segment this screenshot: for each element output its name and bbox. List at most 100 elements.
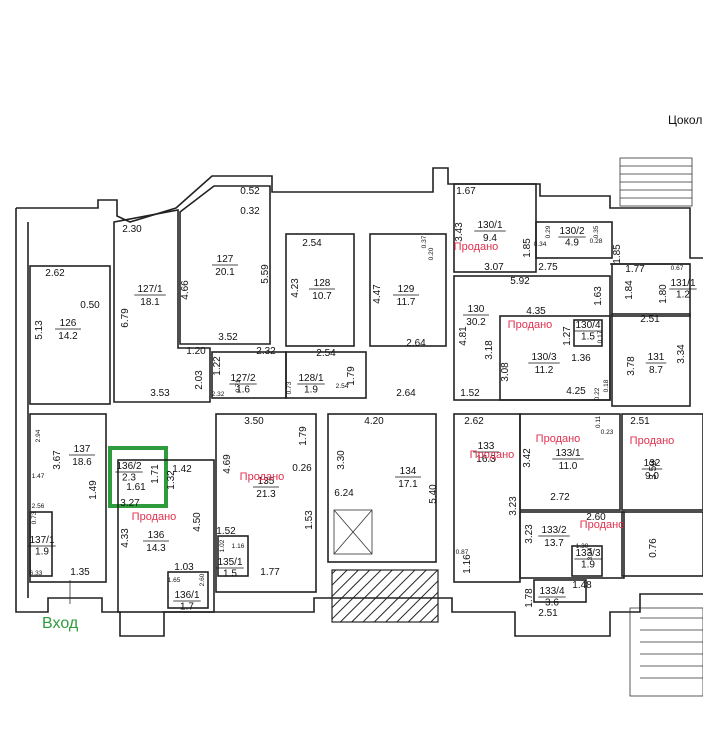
dimension-label: 2.03 bbox=[194, 370, 205, 390]
room-label: 137/11.9 bbox=[28, 535, 56, 558]
dimension-label: 2.54 bbox=[316, 348, 336, 359]
room-area: 11.2 bbox=[535, 365, 554, 376]
dimension-label: 5.59 bbox=[260, 264, 271, 284]
dimension-label: 2.75 bbox=[538, 262, 558, 273]
room-area: 20.1 bbox=[215, 267, 235, 278]
dimension-label: 1.80 bbox=[658, 284, 669, 304]
interior-walls bbox=[29, 183, 703, 613]
room-number: 136/1 bbox=[174, 590, 199, 601]
dimension-label: 3.42 bbox=[522, 448, 533, 468]
sold-label: Продано bbox=[536, 433, 581, 445]
dimension-label: 2.51 bbox=[630, 416, 650, 427]
room-area: 11.0 bbox=[559, 461, 578, 472]
dimension-label: 1.02 bbox=[219, 539, 226, 552]
room-number: 133 bbox=[478, 441, 495, 452]
room-area: 30.2 bbox=[466, 317, 486, 328]
hatched-stair bbox=[331, 569, 439, 623]
dimension-label: 0.22 bbox=[594, 387, 601, 400]
dimension-label: 1.32 bbox=[166, 470, 177, 490]
dimension-label: 1.79 bbox=[298, 426, 309, 446]
room-number: 129 bbox=[398, 284, 415, 295]
dimension-label: 3.50 bbox=[244, 416, 264, 427]
dimension-label: 3.78 bbox=[626, 356, 637, 376]
dimension-label: 2.64 bbox=[406, 338, 426, 349]
sold-label: Продано bbox=[580, 519, 625, 531]
room-label: 131/11.2 bbox=[669, 278, 697, 301]
room-area: 13.7 bbox=[544, 538, 564, 549]
room-area: 1.2 bbox=[676, 290, 690, 301]
highlight-frame bbox=[108, 446, 168, 508]
dimension-label: 4.33 bbox=[120, 528, 131, 548]
room-area: 1.9 bbox=[35, 547, 49, 558]
dimension-label: 1.71 bbox=[150, 464, 161, 484]
dimension-label: 1.79 bbox=[346, 366, 357, 386]
dimension-label: 3.14 bbox=[587, 547, 594, 560]
dimension-label: 6.33 bbox=[30, 570, 43, 577]
room-label: 126 14.2 bbox=[55, 318, 81, 342]
dimension-label: 2.60 bbox=[199, 573, 206, 586]
dimension-label: 0.73 bbox=[286, 381, 293, 394]
room-number: 134 bbox=[400, 466, 417, 477]
room-area: 18.1 bbox=[140, 297, 160, 308]
room-area: 14.2 bbox=[58, 331, 78, 342]
dimension-label: 1.03 bbox=[174, 562, 194, 573]
dimension-label: 1.61 bbox=[126, 482, 146, 493]
room-area: 3.6 bbox=[545, 598, 559, 609]
room-area: 14.3 bbox=[146, 543, 166, 554]
dimension-label: 1.52 bbox=[460, 388, 480, 399]
sold-label: Продано bbox=[132, 511, 177, 523]
dimension-label: 1.48 bbox=[572, 580, 592, 591]
dimension-label: 5.40 bbox=[428, 484, 439, 504]
dimension-label: 2.51 bbox=[640, 314, 660, 325]
dimension-label: 1.36 bbox=[571, 353, 591, 364]
dimension-label: 0.50 bbox=[80, 300, 100, 311]
dimension-label: 1.42 bbox=[172, 464, 192, 475]
dimension-label: 3.23 bbox=[508, 496, 519, 516]
room-area: 4.9 bbox=[565, 238, 579, 249]
room-number: 130/3 bbox=[531, 352, 556, 363]
dimension-label: 3.07 bbox=[484, 262, 504, 273]
entrance-marker: Вход bbox=[42, 580, 79, 632]
room-area: 17.1 bbox=[398, 479, 418, 490]
dimension-label: 1.16 bbox=[232, 543, 245, 550]
dimension-label: 3.53 bbox=[150, 388, 170, 399]
room-label: 130/19.4 bbox=[474, 220, 506, 244]
room-number: 127/1 bbox=[137, 284, 162, 295]
room-label: 133/31.9 bbox=[574, 548, 602, 571]
room-label: 136/11.7 bbox=[173, 590, 201, 613]
sold-label: Продано bbox=[630, 435, 675, 447]
dimension-label: 1.47 bbox=[32, 473, 45, 480]
room-label: 130/3 11.2 bbox=[528, 352, 560, 376]
room-label: 128/11.9 bbox=[297, 373, 325, 396]
room-number: 127 bbox=[217, 254, 234, 265]
room-number: 130/4 bbox=[575, 320, 600, 331]
stair-top-right bbox=[619, 157, 693, 207]
room-area: 9.0 bbox=[645, 471, 659, 482]
room-number: 136 bbox=[148, 530, 165, 541]
dimension-label: 1.67 bbox=[456, 186, 476, 197]
dimension-label: 1.22 bbox=[212, 356, 223, 376]
dimension-label: 3.27 bbox=[120, 498, 140, 509]
dimension-label: 4.35 bbox=[526, 306, 546, 317]
dimension-label: 3.30 bbox=[336, 450, 347, 470]
room-number: 137 bbox=[74, 444, 91, 455]
dimension-label: 0.26 bbox=[292, 463, 312, 474]
dimension-label: 0.18 bbox=[603, 379, 610, 392]
room-area: 2.3 bbox=[122, 473, 136, 484]
sold-label: Продано bbox=[240, 471, 285, 483]
room-number: 133/4 bbox=[539, 586, 564, 597]
dimension-label: 2.30 bbox=[122, 224, 142, 235]
dimension-label: 0.17 bbox=[597, 330, 604, 343]
room-number: 126 bbox=[60, 318, 77, 329]
room-number: 127/2 bbox=[230, 373, 255, 384]
dimension-label: 4.20 bbox=[364, 416, 384, 427]
dimension-label: 1.77 bbox=[625, 264, 645, 275]
dimension-label: 0.87 bbox=[456, 549, 469, 556]
dimension-label: 2.32 bbox=[212, 391, 225, 398]
